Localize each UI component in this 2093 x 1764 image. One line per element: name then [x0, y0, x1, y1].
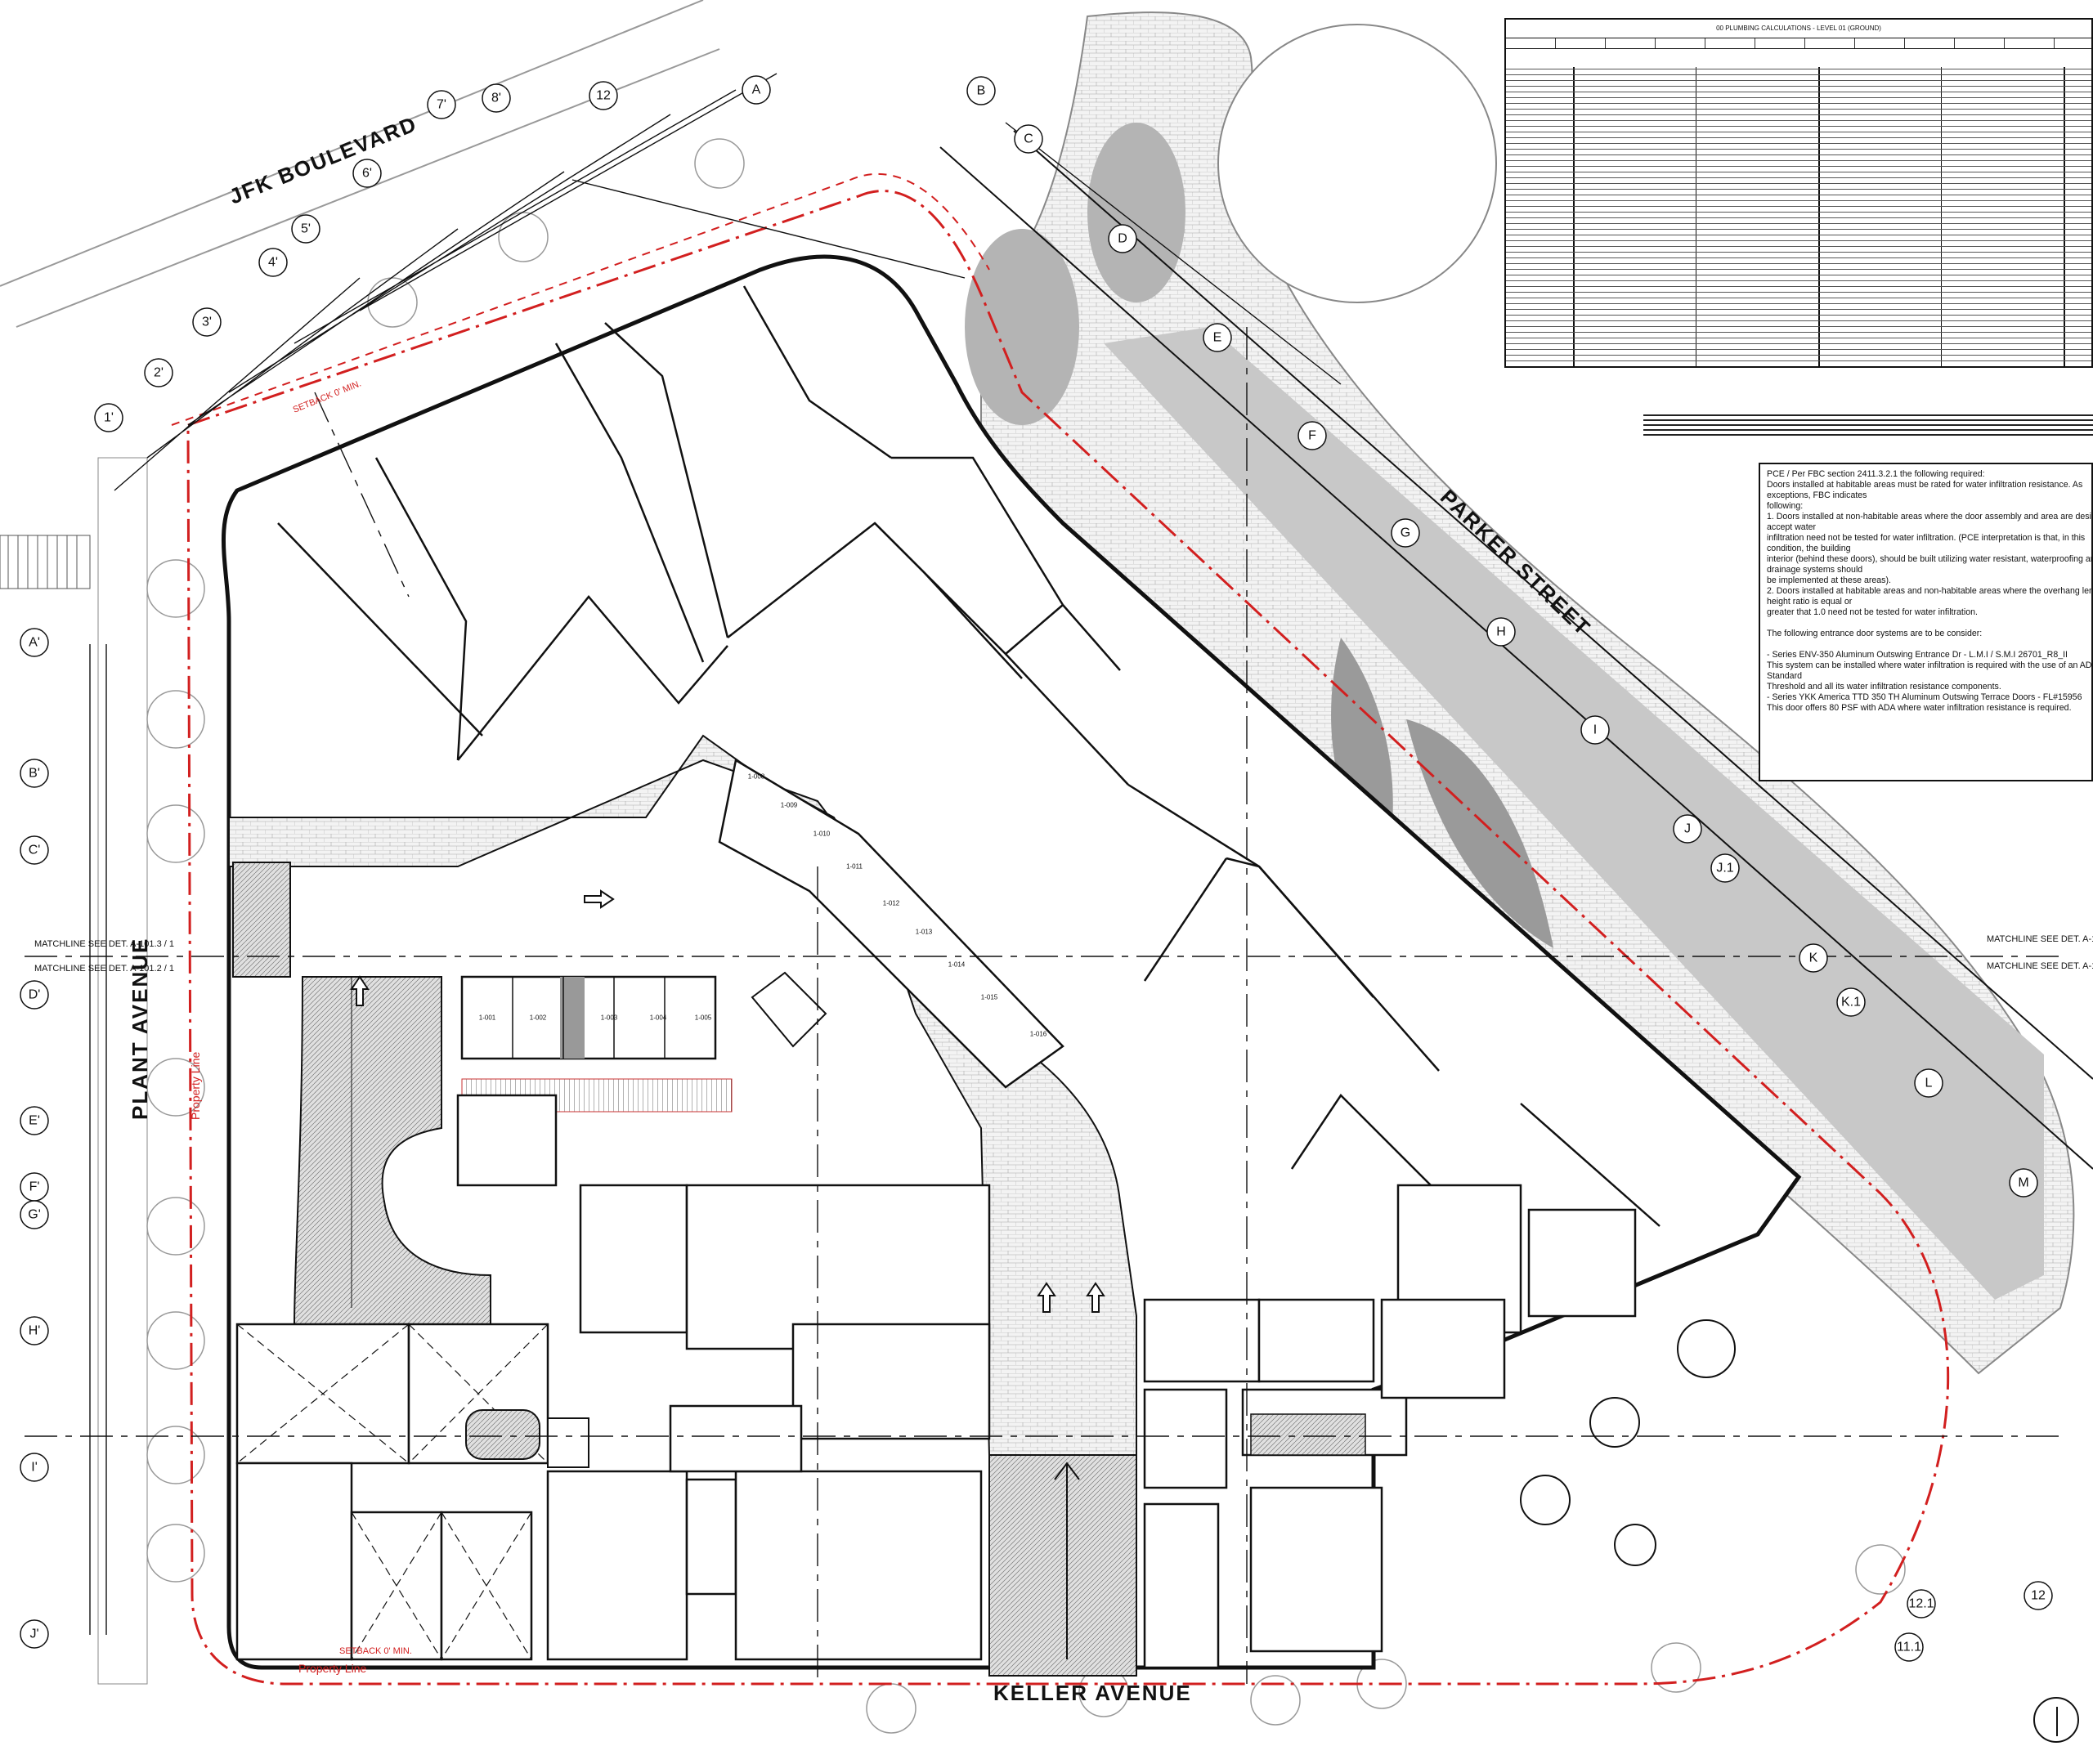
- grid-bubble-A: A: [752, 83, 761, 97]
- matchline-right-top: MATCHLINE SEE DET. A-101.3 / 1: [1987, 934, 2093, 944]
- unit-1-013: 1-013: [916, 929, 933, 936]
- grid-bubble-6: 6': [362, 167, 372, 181]
- parking-row: [460, 975, 733, 1113]
- grid-bubble-I: I: [1593, 723, 1597, 737]
- unit-1-015: 1-015: [981, 994, 998, 1001]
- grid-bubble-L: L: [1925, 1077, 1933, 1090]
- unit-1-005: 1-005: [695, 1014, 712, 1022]
- unit-walls-north: [277, 285, 1661, 1227]
- unit-1-011: 1-011: [846, 863, 863, 871]
- general-notes-strip: [1643, 413, 2093, 439]
- grid-bubble-12-1: 12.1: [1908, 1597, 1934, 1611]
- unit-1-014: 1-014: [948, 961, 966, 969]
- grid-bubble-F-prime: F': [29, 1180, 40, 1194]
- grid-bubble-M: M: [2018, 1176, 2028, 1190]
- unit-1-001: 1-001: [479, 1014, 496, 1022]
- grid-bubble-H: H: [1496, 625, 1506, 639]
- grid-bubble-H-prime: H': [29, 1324, 41, 1338]
- property-line: [186, 190, 1950, 1686]
- grid-bubble-12-top: 12: [596, 89, 611, 103]
- grid-bubble-B-prime: B': [29, 767, 40, 781]
- grid-bubble-E: E: [1213, 331, 1222, 345]
- matchline-left-bottom: MATCHLINE SEE DET. A-101.2 / 1: [34, 964, 174, 974]
- grid-bubbles-letters-left: A' B' C' D' E' F' G' H' I' J': [20, 628, 49, 1649]
- ramp-south: [988, 1454, 1137, 1677]
- grid-bubble-1: 1': [104, 411, 114, 425]
- grid-bubble-4: 4': [268, 256, 278, 270]
- grid-bubble-5: 5': [301, 222, 311, 236]
- unit-1-008: 1-008: [748, 773, 765, 781]
- grid-bubble-J: J: [1684, 822, 1691, 836]
- grid-bubble-J-prime: J': [29, 1627, 38, 1641]
- unit-1-010: 1-010: [813, 831, 831, 838]
- matchline-right-bottom: MATCHLINE SEE DET. A-101.2 / 1: [1987, 961, 2093, 971]
- grid-bubble-7: 7': [437, 98, 446, 112]
- gridlines: [25, 327, 2060, 1684]
- grid-bubble-I-prime: I': [31, 1461, 38, 1475]
- unit-1-004: 1-004: [650, 1014, 667, 1022]
- grid-bubble-F: F: [1308, 429, 1316, 443]
- jfk-boulevard-label: JFK BOULEVARD: [226, 111, 420, 209]
- parking-unit-labels: 1-001 1-002 1-003 1-004 1-005 1-008 1-00…: [479, 773, 1047, 1038]
- plumbing-schedule-table: 00 PLUMBING CALCULATIONS - LEVEL 01 (GRO…: [1504, 18, 2093, 368]
- property-line-label-west: Property Line: [189, 1052, 202, 1120]
- matchline-left-top: MATCHLINE SEE DET. A-101.3 / 1: [34, 939, 174, 949]
- entry-west: [232, 862, 291, 978]
- setback-label-south: SETBACK 0' MIN.: [339, 1646, 412, 1656]
- grid-bubble-D-prime: D': [29, 988, 41, 1002]
- grid-bubble-K-1: K.1: [1841, 996, 1861, 1010]
- grid-bubble-B: B: [977, 84, 986, 98]
- grid-bubble-D: D: [1118, 232, 1127, 246]
- schedule-header-row: [1506, 38, 2091, 49]
- grid-bubble-3: 3': [202, 316, 212, 329]
- grid-bubble-G-prime: G': [28, 1208, 41, 1222]
- setback-label-north: SETBACK 0' MIN.: [292, 378, 363, 414]
- grid-bubble-E-prime: E': [29, 1114, 40, 1128]
- schedule-rows: [1506, 67, 2091, 366]
- grid-bubble-11-1: 11.1: [1897, 1641, 1921, 1654]
- schedule-title: 00 PLUMBING CALCULATIONS - LEVEL 01 (GRO…: [1506, 20, 2091, 38]
- north-arrow-icon: [2033, 1697, 2079, 1743]
- grid-bubble-C-prime: C': [29, 844, 41, 857]
- street-trees: [146, 138, 1906, 1734]
- grid-bubble-K: K: [1809, 951, 1818, 965]
- unit-1-003: 1-003: [601, 1014, 618, 1022]
- property-line-label-south: Property Line: [298, 1662, 366, 1675]
- grid-bubbles-numbers: 1' 2' 3' 4' 5' 6' 7' 8' 12 11.1 12.1 12: [94, 81, 2053, 1662]
- grid-bubble-2: 2': [154, 366, 164, 380]
- unit-1-016: 1-016: [1030, 1031, 1047, 1038]
- amenity-rooms: [1143, 1184, 1637, 1669]
- traffic-arrows: [350, 889, 1105, 1659]
- grid-bubble-8: 8': [491, 92, 501, 105]
- parker-street-road: [1104, 327, 2044, 1300]
- parking-ramp: [293, 976, 491, 1325]
- unit-1-002: 1-002: [530, 1014, 547, 1022]
- pce-note-box: PCE / Per FBC section 2411.3.2.1 the fol…: [1759, 463, 2093, 781]
- grid-bubble-C: C: [1024, 132, 1033, 146]
- grid-bubble-12-bottom: 12: [2031, 1589, 2046, 1603]
- grid-bubble-J-1: J.1: [1716, 862, 1733, 875]
- grid-bubble-A-prime: A': [29, 636, 40, 650]
- unit-1-012: 1-012: [883, 900, 900, 907]
- unit-1-009: 1-009: [781, 802, 798, 809]
- grid-bubbles-letters-top: A B C D E F G H I J J.1 K K.1 L M: [742, 75, 2038, 1198]
- keller-avenue-label: KELLER AVENUE: [993, 1681, 1192, 1705]
- cul-de-sac: [1217, 24, 1497, 303]
- parking-diag: [718, 759, 1064, 1089]
- crosswalk-west: [0, 535, 91, 589]
- plant-avenue-label: PLANT AVENUE: [128, 938, 152, 1120]
- grid-bubble-G: G: [1401, 526, 1410, 540]
